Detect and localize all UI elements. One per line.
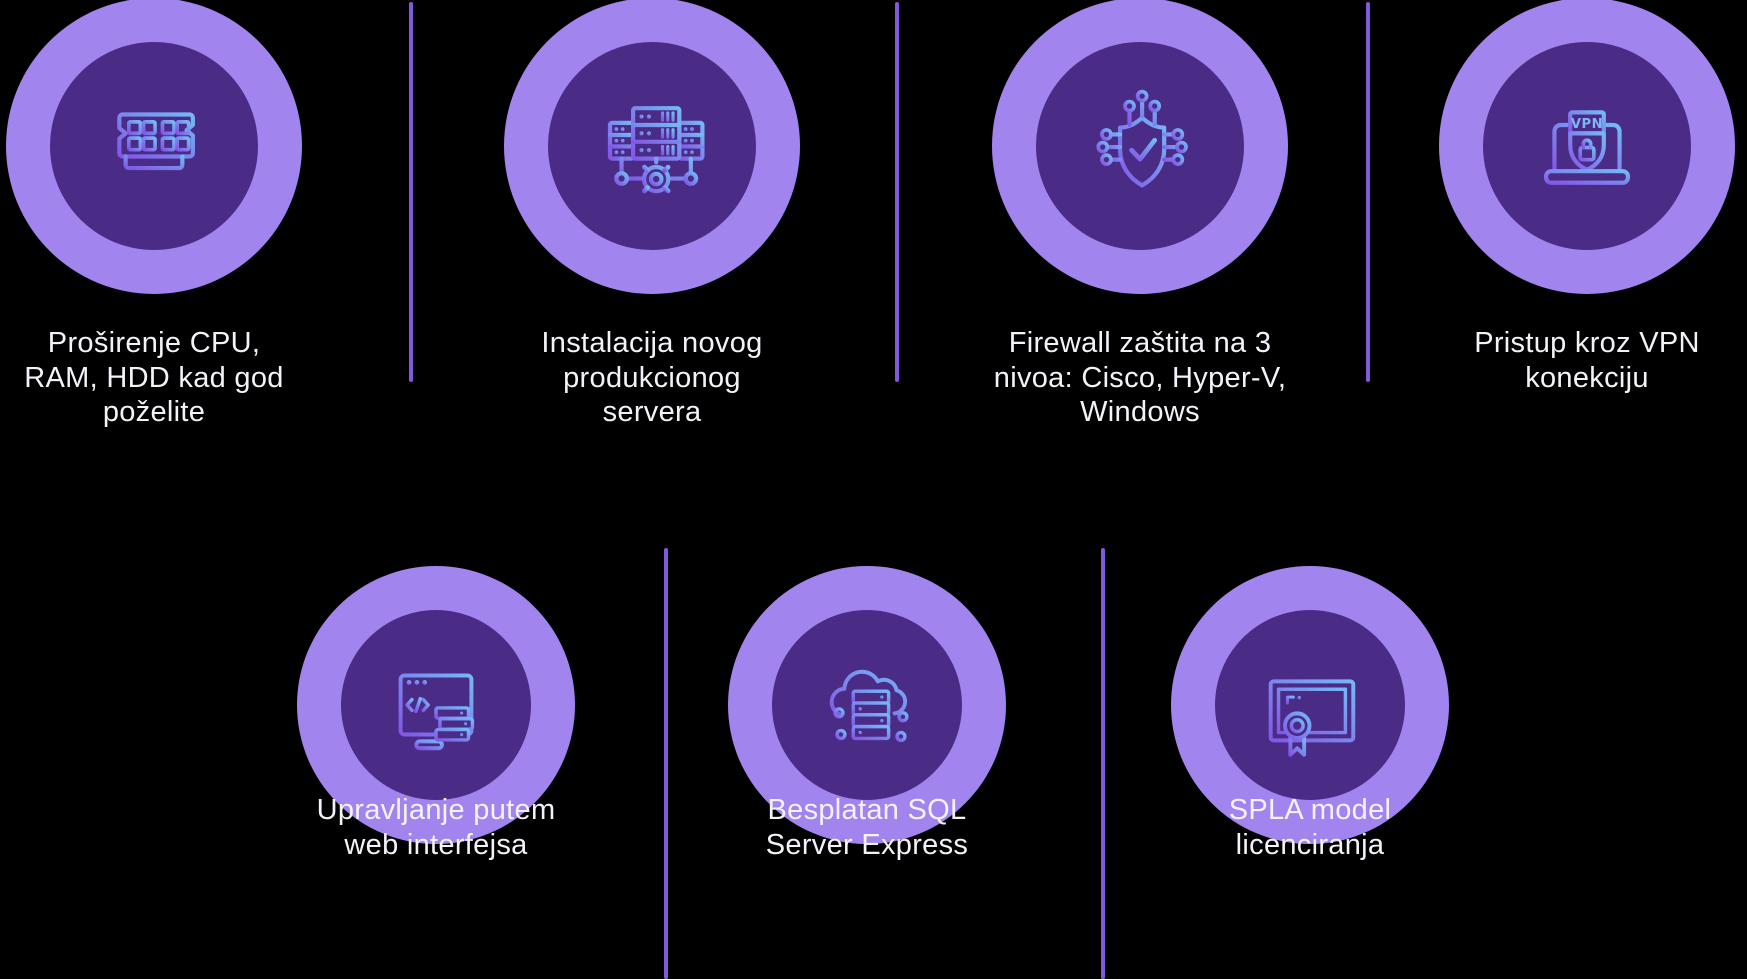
caption-line: Proširenje CPU, bbox=[47, 327, 261, 359]
caption-line: nivoa: Cisco, Hyper-V, bbox=[993, 361, 1287, 394]
caption-line: produkcionog bbox=[563, 361, 741, 394]
feature-caption: Pristup kroz VPN konekciju bbox=[1377, 326, 1747, 395]
sql-cloud-server-icon bbox=[829, 669, 909, 743]
icon-badge-outer bbox=[504, 0, 800, 294]
icon-badge-outer bbox=[1171, 566, 1449, 844]
icon-badge-inner bbox=[1036, 42, 1244, 250]
feature-caption: Upravljanje putem web interfejsa bbox=[226, 793, 646, 862]
vpn-laptop-icon: VPN bbox=[1543, 110, 1631, 185]
icon-badge-inner bbox=[50, 42, 258, 250]
divider bbox=[409, 2, 413, 382]
caption-line: web interfejsa bbox=[344, 828, 528, 861]
icon-badge-outer bbox=[6, 0, 302, 294]
icon-badge-outer bbox=[992, 0, 1288, 294]
caption-line: Besplatan SQL bbox=[767, 794, 967, 826]
feature-caption: Instalacija novog produkcionog servera bbox=[442, 326, 862, 430]
ram-icon bbox=[117, 112, 195, 171]
feature-caption: Besplatan SQL Server Express bbox=[657, 793, 1077, 862]
caption-line: Pristup kroz VPN bbox=[1474, 327, 1700, 359]
web-interface-icon bbox=[398, 673, 475, 751]
divider bbox=[895, 2, 899, 382]
caption-line: Server Express bbox=[765, 828, 969, 861]
caption-line: konekciju bbox=[1525, 361, 1649, 394]
icon-badge-inner bbox=[1215, 610, 1405, 800]
spla-certificate-icon bbox=[1268, 679, 1356, 757]
icon-badge-outer: VPN bbox=[1439, 0, 1735, 294]
feature-caption: SPLA model licenciranja bbox=[1100, 793, 1520, 862]
feature-caption: Firewall zaštita na 3 nivoa: Cisco, Hype… bbox=[930, 326, 1350, 430]
icon-badge-inner bbox=[548, 42, 756, 250]
caption-line: Windows bbox=[1080, 396, 1200, 428]
icon-badge-inner bbox=[341, 610, 531, 800]
icon-badge-outer bbox=[297, 566, 575, 844]
caption-line: RAM, HDD kad god bbox=[24, 361, 284, 394]
divider bbox=[1366, 2, 1370, 382]
divider bbox=[664, 548, 668, 979]
caption-line: poželite bbox=[102, 396, 206, 428]
divider bbox=[1101, 548, 1105, 979]
caption-line: Instalacija novog bbox=[541, 327, 763, 359]
feature-caption: Proširenje CPU, RAM, HDD kad god poželit… bbox=[0, 326, 364, 430]
caption-line: servera bbox=[602, 396, 702, 428]
server-installation-icon bbox=[607, 106, 705, 199]
caption-line: SPLA model bbox=[1228, 794, 1392, 826]
firewall-shield-icon bbox=[1096, 89, 1188, 194]
caption-line: Upravljanje putem bbox=[316, 794, 556, 826]
caption-line: licenciranja bbox=[1235, 828, 1385, 861]
icon-badge-outer bbox=[728, 566, 1006, 844]
vpn-badge-label: VPN bbox=[1571, 117, 1603, 132]
icon-badge-inner bbox=[772, 610, 962, 800]
icon-badge-inner: VPN bbox=[1483, 42, 1691, 250]
caption-line: Firewall zaštita na 3 bbox=[1008, 327, 1272, 359]
